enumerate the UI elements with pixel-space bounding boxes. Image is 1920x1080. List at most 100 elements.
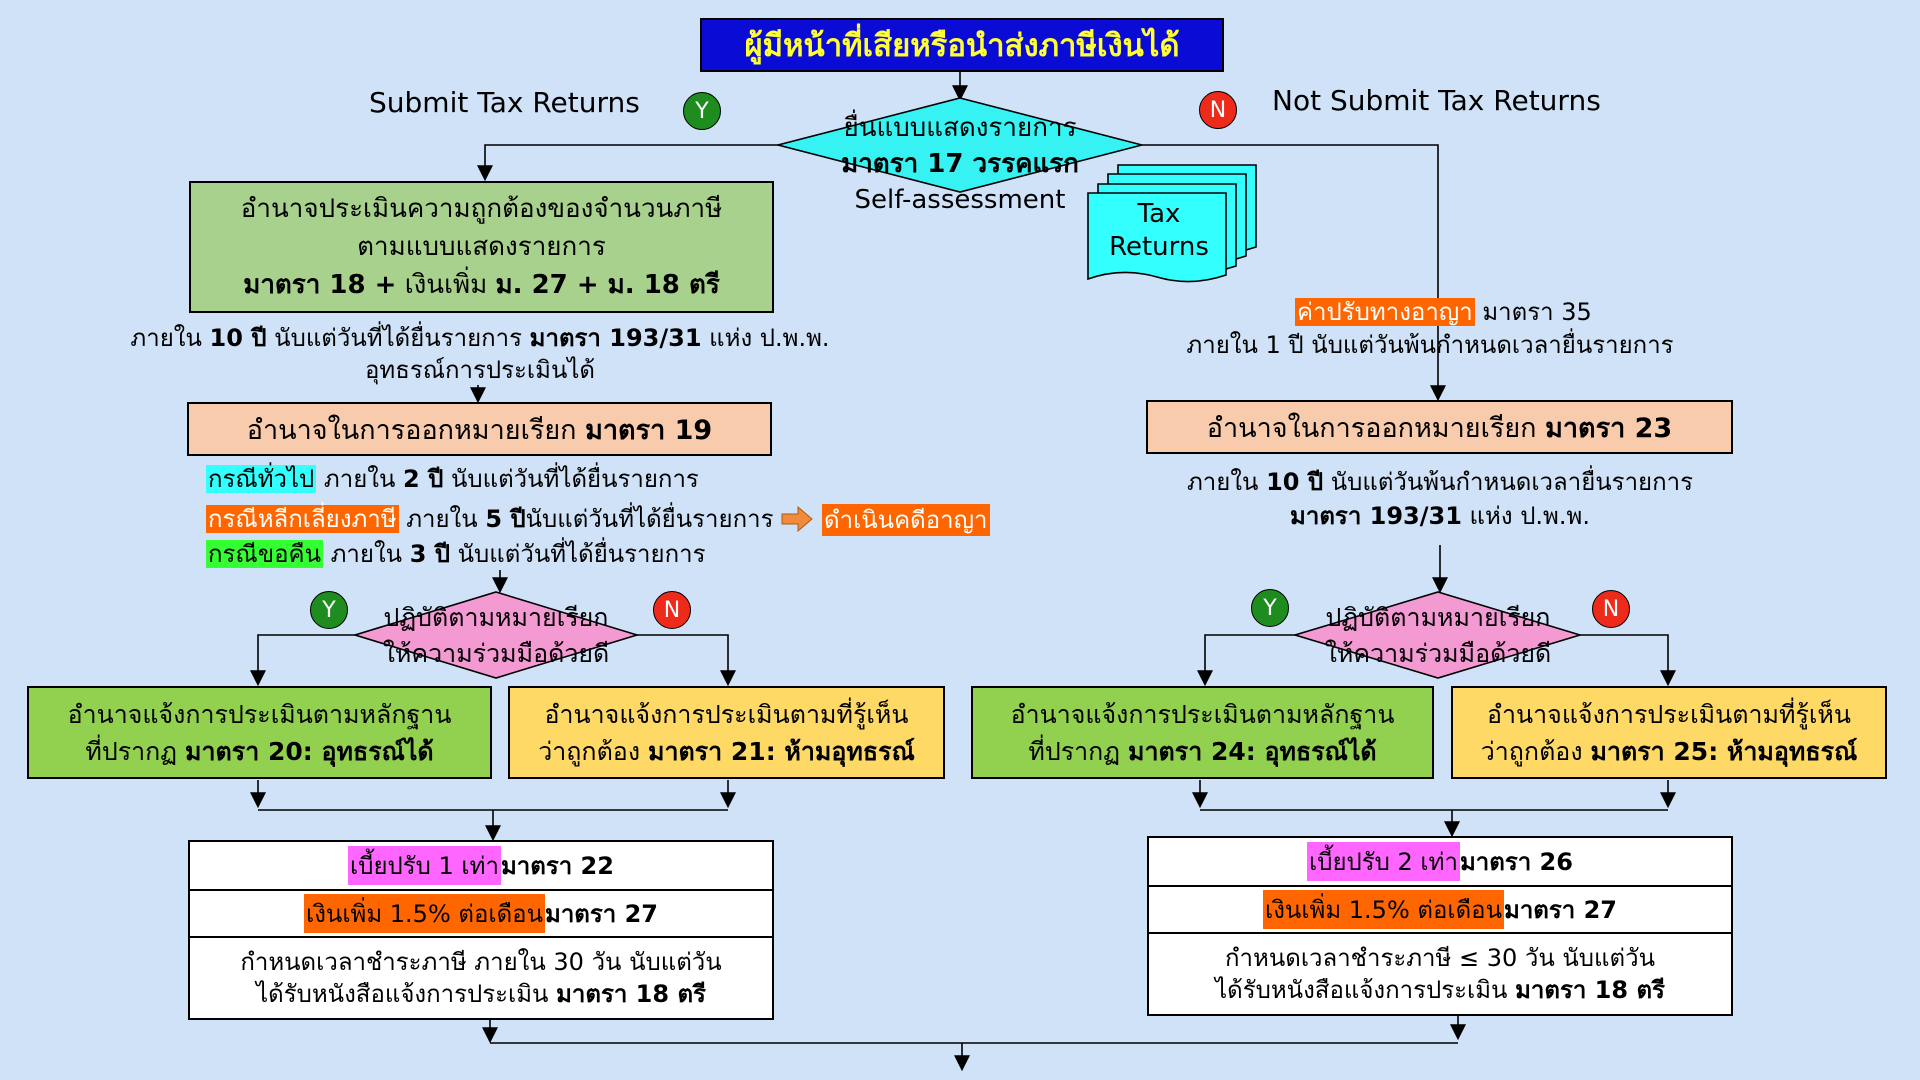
right-surcharge-section: มาตรา 27 (1504, 896, 1618, 924)
right-opinion-line2: ว่าถูกต้อง มาตรา 25: ห้ามอุทธรณ์ (1481, 733, 1858, 770)
left-decision-line1: ปฏิบัติตามหมายเรียก (383, 603, 609, 632)
case-refund-b: 3 ปี (409, 540, 451, 568)
left-no-badge: N (653, 591, 691, 629)
left-summons-section: มาตรา 19 (585, 414, 713, 446)
left-assess-sections: ม. 27 + ม. 18 ตรี (495, 270, 720, 300)
case-evasion-b: 5 ปี (485, 505, 526, 533)
right-limit-a: ภายใน (1186, 468, 1267, 496)
left-limit-line1: ภายใน 10 ปี นับแต่วันที่ได้ยื่นรายการ มา… (120, 322, 840, 354)
case-evasion-tag: กรณีหลีกเลี่ยงภาษี (206, 505, 399, 533)
left-surcharge-section: มาตรา 27 (545, 900, 659, 928)
case-general-tag: กรณีทั่วไป (206, 465, 317, 493)
left-case-refund: กรณีขอคืน ภายใน 3 ปี นับแต่วันที่ได้ยื่น… (206, 538, 706, 570)
arrow-right-icon (781, 505, 813, 533)
left-assess-surcharge: เงินเพิ่ม (396, 270, 496, 300)
left-no-label: N (663, 597, 681, 623)
left-due-line1: กำหนดเวลาชำระภาษี ภายใน 30 วัน นับแต่วัน (240, 948, 722, 976)
left-evidence-a: ที่ปรากฏ (85, 736, 186, 766)
left-branch-label: Submit Tax Returns (369, 86, 640, 119)
left-evidence-line1: อำนาจแจ้งการประเมินตามหลักฐาน (67, 699, 452, 729)
left-due-a: ได้รับหนังสือแจ้งการประเมิน (256, 980, 557, 1008)
top-decision-diamond (774, 97, 1146, 193)
left-summons-box: อำนาจในการออกหมายเรียก มาตรา 19 (187, 402, 772, 456)
left-summons-text: อำนาจในการออกหมายเรียก (246, 414, 586, 446)
left-due-b: มาตรา 18 ตรี (556, 980, 706, 1008)
left-limit-e: แห่ง ป.พ.พ. (701, 324, 830, 352)
right-limit-line2: มาตรา 193/31 แห่ง ป.พ.พ. (1150, 499, 1730, 533)
top-decision-line1: ยื่นแบบแสดงรายการ (843, 113, 1077, 143)
right-no-badge: N (1592, 590, 1630, 628)
left-evidence-b: มาตรา 20: อุทธรณ์ได้ (185, 736, 434, 766)
right-limit-b: 10 ปี (1266, 468, 1324, 496)
left-limit-c: นับแต่วันที่ได้ยื่นรายการ (266, 324, 530, 352)
right-limit-d: มาตรา 193/31 (1290, 502, 1462, 530)
left-decision-diamond (352, 591, 640, 679)
right-due-line1: กำหนดเวลาชำระภาษี ≤ 30 วัน นับแต่วัน (1225, 944, 1655, 972)
case-general-c: นับแต่วันที่ได้ยื่นรายการ (443, 465, 699, 493)
left-decision-text: ปฏิบัติตามหมายเรียก ให้ความร่วมมือด้วยดี (340, 600, 652, 672)
right-summons-text: อำนาจในการออกหมายเรียก (1206, 412, 1546, 444)
tax-returns-line1: Tax (1137, 199, 1181, 229)
left-decision-line2: ให้ความร่วมมือด้วยดี (382, 639, 610, 668)
case-refund-c: นับแต่วันที่ได้ยื่นรายการ (450, 540, 706, 568)
right-decision-line2: ให้ความร่วมมือด้วยดี (1324, 639, 1552, 668)
case-evasion-c: นับแต่วันที่ได้ยื่นรายการ (525, 505, 774, 533)
left-fine-section: มาตรา 22 (500, 852, 614, 880)
right-limit-text: ภายใน 10 ปี นับแต่วันพ้นกำหนดเวลายื่นราย… (1150, 465, 1730, 533)
left-assess-box: อำนาจประเมินความถูกต้องของจำนวนภาษี ตามแ… (189, 181, 774, 313)
right-opinion-a: ว่าถูกต้อง (1480, 736, 1591, 766)
left-yes-label: Y (322, 597, 336, 623)
right-decision-diamond (1292, 591, 1583, 679)
left-evidence-box: อำนาจแจ้งการประเมินตามหลักฐาน ที่ปรากฏ ม… (27, 686, 492, 779)
tax-returns-line2: Returns (1109, 232, 1209, 262)
right-fine-row: เบี้ยปรับ 2 เท่า มาตรา 26 (1149, 838, 1731, 887)
right-limit-line1: ภายใน 10 ปี นับแต่วันพ้นกำหนดเวลายื่นราย… (1150, 465, 1730, 499)
left-assess-section: มาตรา 18 + (243, 270, 397, 300)
left-yes-badge: Y (310, 591, 348, 629)
left-fine-row: เบี้ยปรับ 1 เท่า มาตรา 22 (190, 842, 772, 891)
left-case-evasion: กรณีหลีกเลี่ยงภาษี ภายใน 5 ปีนับแต่วันที… (206, 503, 773, 535)
right-due-a: ได้รับหนังสือแจ้งการประเมิน (1215, 976, 1516, 1004)
right-summons-box: อำนาจในการออกหมายเรียก มาตรา 23 (1146, 400, 1733, 454)
right-no-label: N (1602, 596, 1620, 622)
right-decision-line1: ปฏิบัติตามหมายเรียก (1325, 603, 1551, 632)
left-opinion-line1: อำนาจแจ้งการประเมินตามที่รู้เห็น (544, 699, 909, 729)
tax-returns-document-icon (1087, 164, 1257, 283)
left-summons-label: อำนาจในการออกหมายเรียก มาตรา 19 (247, 408, 712, 451)
yes-badge-label: Y (695, 98, 709, 124)
right-yes-badge: Y (1251, 589, 1289, 627)
left-opinion-a: ว่าถูกต้อง (538, 736, 648, 766)
right-due-b: มาตรา 18 ตรี (1515, 976, 1665, 1004)
right-evidence-b: มาตรา 24: อุทธรณ์ได้ (1128, 736, 1377, 766)
top-decision-line3: Self-assessment (854, 185, 1066, 215)
right-criminal-line1: ค่าปรับทางอาญา มาตรา 35 (1150, 296, 1710, 329)
left-case-general: กรณีทั่วไป ภายใน 2 ปี นับแต่วันที่ได้ยื่… (206, 463, 699, 495)
left-limit-a: ภายใน (130, 324, 210, 352)
case-refund-a: ภายใน (322, 540, 410, 568)
left-limit-b: 10 ปี (209, 324, 267, 352)
right-evidence-box: อำนาจแจ้งการประเมินตามหลักฐาน ที่ปรากฏ ม… (971, 686, 1434, 779)
right-opinion-b: มาตรา 25: ห้ามอุทธรณ์ (1590, 736, 1858, 766)
left-limit-text: ภายใน 10 ปี นับแต่วันที่ได้ยื่นรายการ มา… (120, 322, 840, 386)
right-evidence-line1: อำนาจแจ้งการประเมินตามหลักฐาน (1010, 699, 1395, 729)
right-criminal-section: มาตรา 35 (1474, 298, 1592, 326)
page-title: ผู้มีหน้าที่เสียหรือนำส่งภาษีเงินได้ (700, 18, 1224, 72)
left-due-line2: ได้รับหนังสือแจ้งการประเมิน มาตรา 18 ตรี (240, 978, 721, 1010)
right-criminal-tag: ค่าปรับทางอาญา (1295, 298, 1475, 326)
right-yes-label: Y (1263, 595, 1277, 621)
right-fine-tag: เบี้ยปรับ 2 เท่า (1307, 842, 1460, 881)
right-penalty-box: เบี้ยปรับ 2 เท่า มาตรา 26 เงินเพิ่ม 1.5%… (1147, 836, 1733, 1016)
right-limit-c: นับแต่วันพ้นกำหนดเวลายื่นรายการ (1323, 468, 1694, 496)
top-decision-line2: มาตรา 17 วรรคแรก (841, 149, 1079, 179)
right-opinion-box: อำนาจแจ้งการประเมินตามที่รู้เห็น ว่าถูกต… (1451, 686, 1887, 779)
right-limit-e: แห่ง ป.พ.พ. (1461, 502, 1590, 530)
left-opinion-box: อำนาจแจ้งการประเมินตามที่รู้เห็น ว่าถูกต… (508, 686, 945, 779)
case-evasion-a: ภายใน (398, 505, 486, 533)
left-evidence-line2: ที่ปรากฏ มาตรา 20: อุทธรณ์ได้ (85, 733, 433, 770)
criminal-action-tag: ดำเนินคดีอาญา (822, 504, 990, 536)
right-criminal-fine: ค่าปรับทางอาญา มาตรา 35 ภายใน 1 ปี นับแต… (1150, 296, 1710, 362)
right-due-row: กำหนดเวลาชำระภาษี ≤ 30 วัน นับแต่วัน ได้… (1215, 934, 1665, 1014)
right-surcharge-tag: เงินเพิ่ม 1.5% ต่อเดือน (1262, 890, 1504, 929)
right-due-line2: ได้รับหนังสือแจ้งการประเมิน มาตรา 18 ตรี (1215, 974, 1665, 1006)
